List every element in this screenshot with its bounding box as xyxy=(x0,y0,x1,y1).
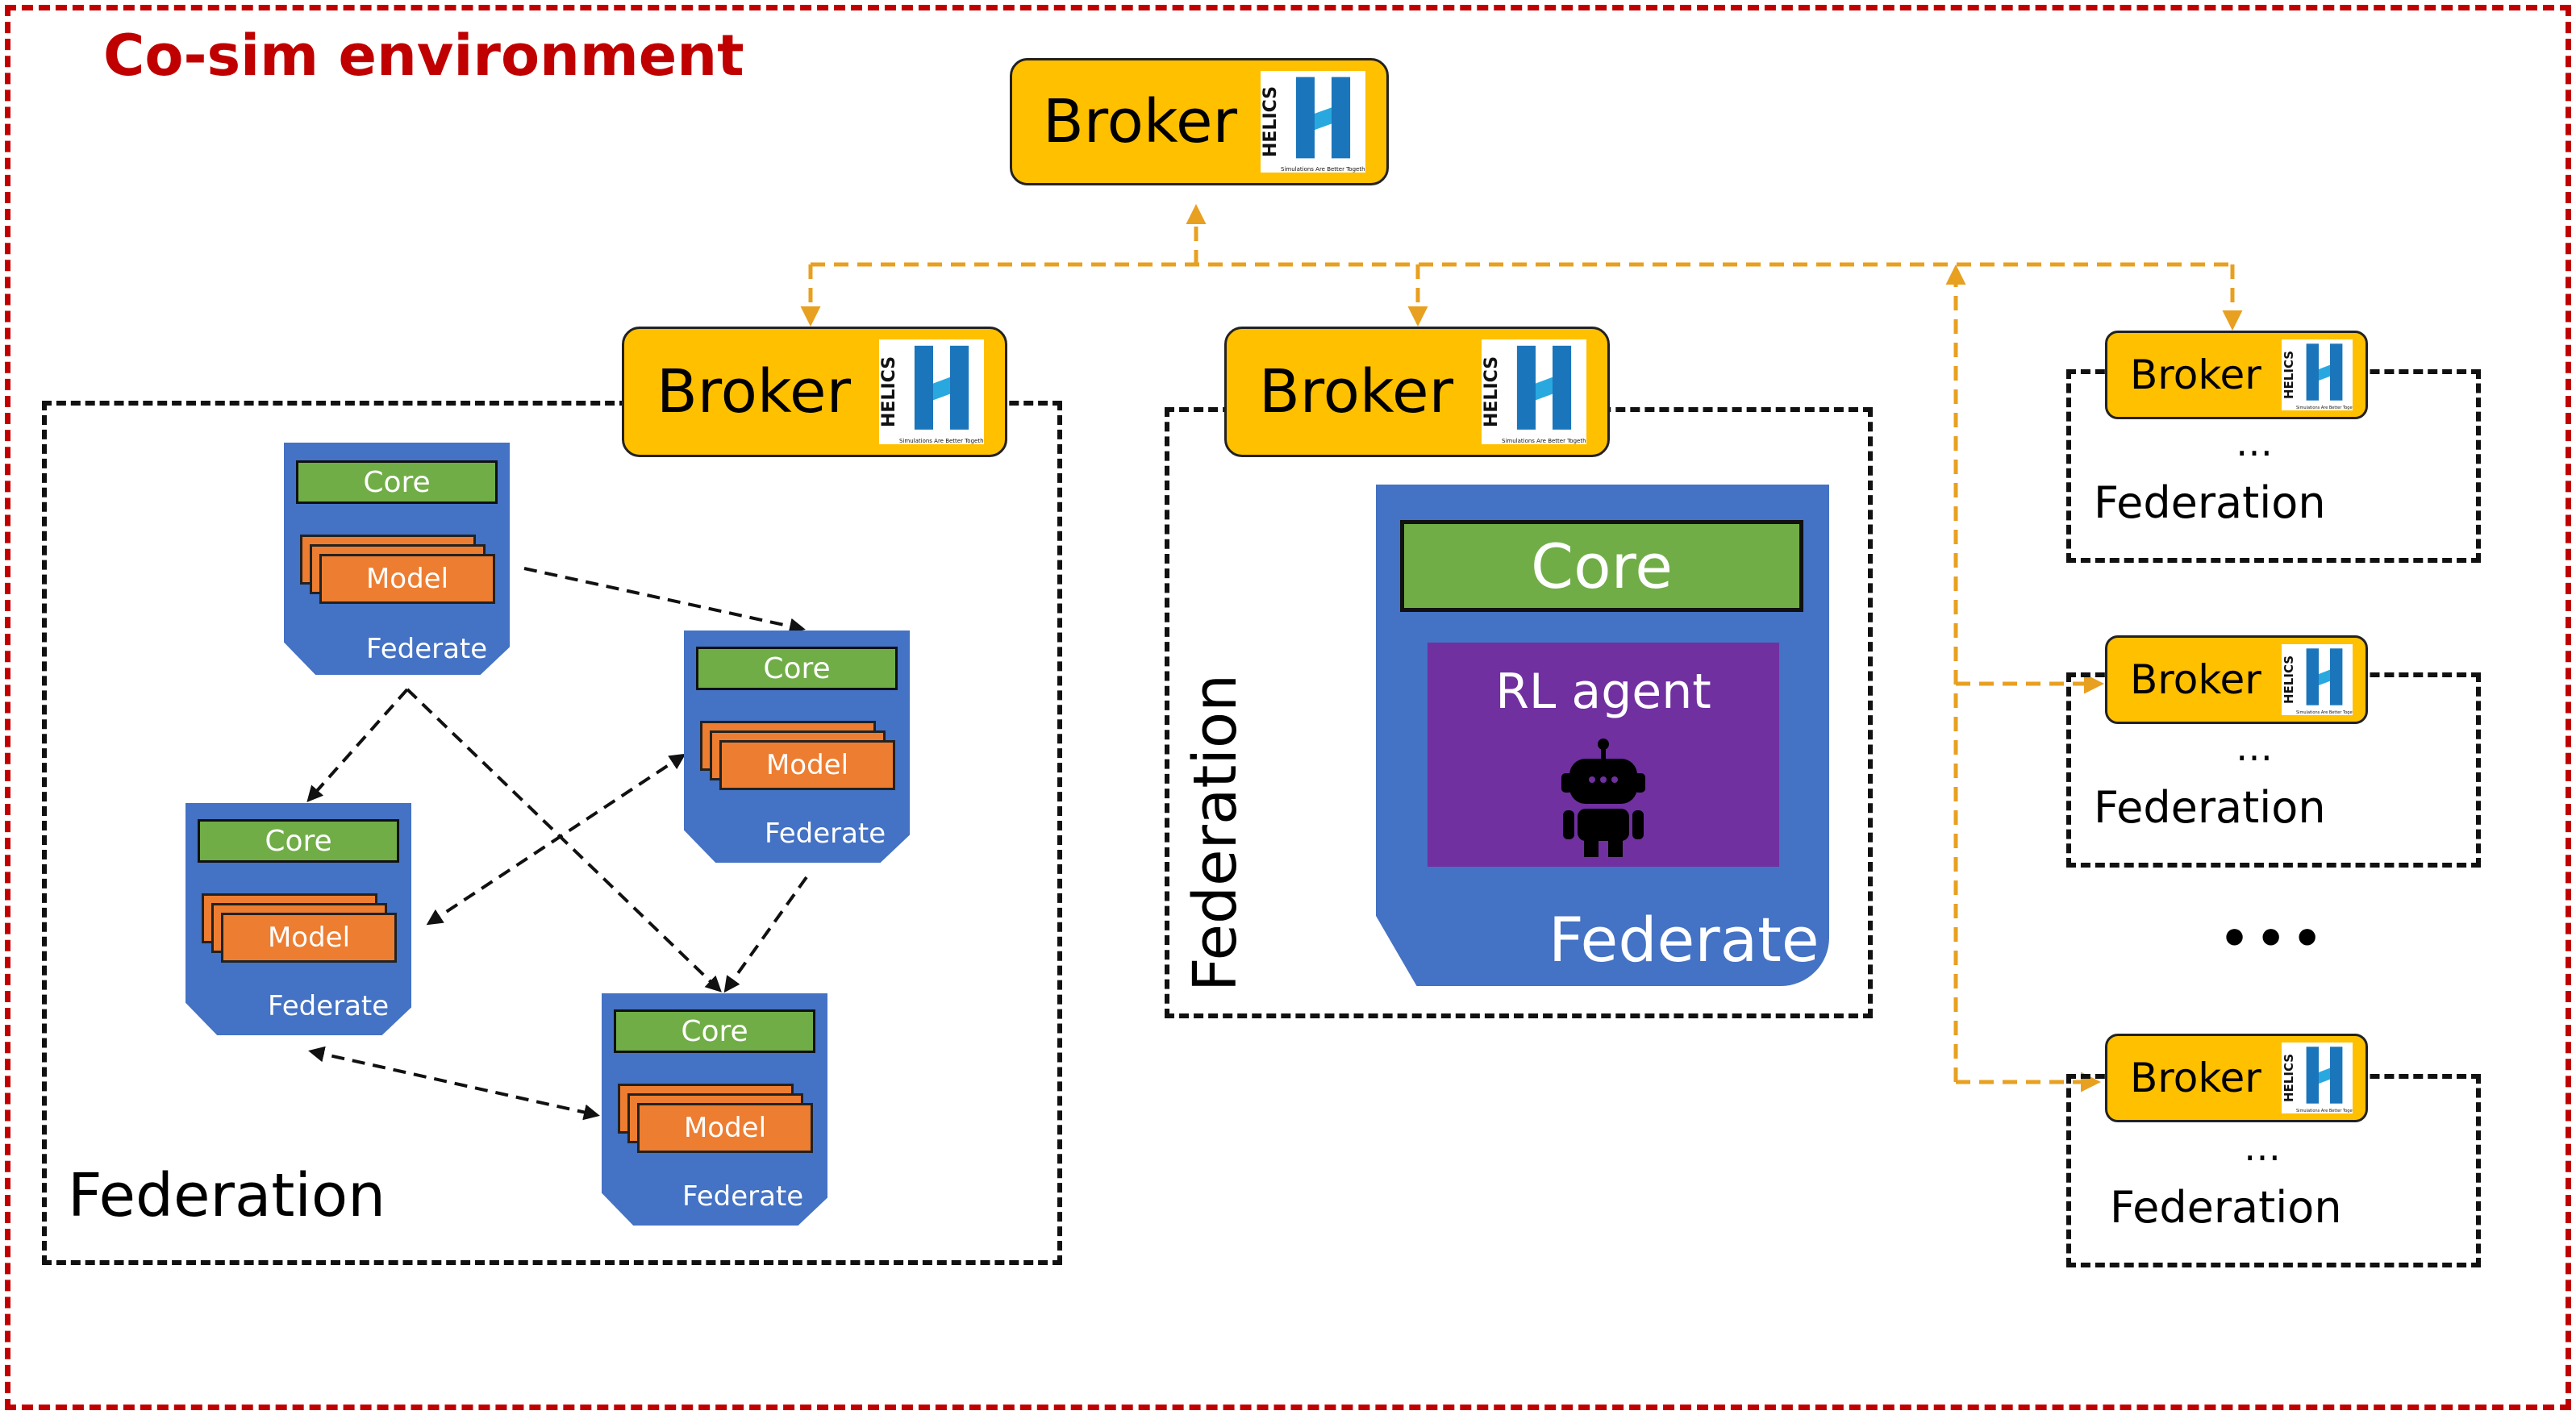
model-label: Model xyxy=(221,913,397,963)
helics-logo-text: HELICS xyxy=(1261,85,1281,158)
helics-h-icon: Simulations Are Better Together xyxy=(1502,339,1586,444)
helics-logo-text: HELICS xyxy=(879,356,899,428)
helics-h-icon: Simulations Are Better Together xyxy=(2296,644,2353,715)
helics-logo-text: HELICS xyxy=(2282,655,2296,705)
broker-label: Broker xyxy=(2130,1055,2261,1101)
helics-logo: HELICS Simulations Are Better Together xyxy=(879,339,984,444)
federation-broker-3: Broker HELICS Simulations Are Better Tog… xyxy=(2105,331,2368,419)
helics-logo-text: HELICS xyxy=(2282,350,2296,400)
federation-ellipsis: … xyxy=(2236,421,2273,464)
model-label: Model xyxy=(719,740,895,790)
federation-label: Federation xyxy=(68,1161,386,1230)
rl-federate-label: Federate xyxy=(1549,904,1819,976)
federation-left xyxy=(42,401,1062,1265)
helics-logo-text: HELICS xyxy=(2282,1053,2296,1103)
federate-a: Core Model Federate xyxy=(284,443,510,675)
more-federations-dots: ••• xyxy=(2220,911,2329,966)
core-label: Core xyxy=(696,647,898,690)
helics-logo: HELICS Simulations Are Better Together xyxy=(1482,339,1586,444)
federate-label: Federate xyxy=(268,990,390,1022)
helics-logo-text: HELICS xyxy=(1482,356,1502,428)
broker-label: Broker xyxy=(1259,357,1454,427)
rl-federate: Core RL agent Federate xyxy=(1376,485,1829,986)
helics-logo: HELICS Simulations Are Better Together xyxy=(2282,644,2353,715)
helics-tagline: Simulations Are Better Together xyxy=(2296,710,2353,715)
model-stack: Model xyxy=(202,893,403,971)
federation-label: Federation xyxy=(2094,782,2326,833)
federation-ellipsis: … xyxy=(2236,726,2273,769)
federation-broker-5: Broker HELICS Simulations Are Better Tog… xyxy=(2105,1034,2368,1122)
black-link-6 xyxy=(308,1046,600,1121)
model-stack: Model xyxy=(300,535,502,612)
helics-tagline: Simulations Are Better Together xyxy=(2296,406,2353,410)
helics-tagline: Simulations Are Better Together xyxy=(899,438,984,444)
federation-broker-2: Broker HELICS Simulations Are Better Tog… xyxy=(1224,327,1610,457)
core-label: Core xyxy=(614,1009,815,1053)
core-label: Core xyxy=(296,460,498,504)
federate-b: Core Model Federate xyxy=(684,631,910,863)
federate-label: Federate xyxy=(682,1180,804,1213)
federate-c: Core Model Federate xyxy=(185,803,411,1035)
broker-label: Broker xyxy=(1043,87,1238,156)
rl-agent-block: RL agent xyxy=(1428,643,1779,867)
federate-label: Federate xyxy=(765,818,886,850)
federation-broker-1: Broker HELICS Simulations Are Better Tog… xyxy=(622,327,1007,457)
model-label: Model xyxy=(637,1103,813,1153)
black-link-4 xyxy=(426,753,686,926)
robot-icon xyxy=(1561,739,1645,857)
helics-h-icon: Simulations Are Better Together xyxy=(2296,1043,2353,1113)
model-label: Model xyxy=(319,554,495,604)
helics-logo: HELICS Simulations Are Better Together xyxy=(2282,339,2353,410)
top-broker: Broker HELICS Simulations Are Better Tog… xyxy=(1010,58,1389,185)
black-link-2 xyxy=(306,688,409,802)
helics-logo: HELICS Simulations Are Better Together xyxy=(2282,1043,2353,1113)
helics-h-icon: Simulations Are Better Together xyxy=(899,339,984,444)
environment-title: Co-sim environment xyxy=(103,23,744,89)
broker-label: Broker xyxy=(657,357,852,427)
federation-label: Federation xyxy=(2110,1182,2342,1233)
helics-tagline: Simulations Are Better Together xyxy=(2296,1109,2353,1113)
model-stack: Model xyxy=(618,1084,819,1161)
black-link-1 xyxy=(523,567,806,635)
helics-tagline: Simulations Are Better Together xyxy=(1281,166,1365,173)
model-stack: Model xyxy=(700,721,902,798)
helics-tagline: Simulations Are Better Together xyxy=(1502,438,1586,444)
broker-label: Broker xyxy=(2130,352,2261,398)
co-sim-environment xyxy=(5,5,2571,1410)
rl-core-label: Core xyxy=(1400,520,1803,612)
helics-h-icon: Simulations Are Better Together xyxy=(2296,339,2353,410)
federation-label: Federation xyxy=(2094,477,2326,528)
helics-h-icon: Simulations Are Better Together xyxy=(1281,71,1365,173)
helics-logo: HELICS Simulations Are Better Together xyxy=(1261,71,1365,173)
rl-agent-label: RL agent xyxy=(1495,664,1711,720)
black-link-5 xyxy=(723,876,808,993)
federation-ellipsis: … xyxy=(2244,1126,2281,1169)
federate-label: Federate xyxy=(366,633,488,665)
core-label: Core xyxy=(198,819,399,863)
broker-label: Broker xyxy=(2130,656,2261,703)
federation-broker-4: Broker HELICS Simulations Are Better Tog… xyxy=(2105,635,2368,724)
federation-label: Federation xyxy=(1181,673,1250,992)
federate-d: Core Model Federate xyxy=(602,993,827,1226)
